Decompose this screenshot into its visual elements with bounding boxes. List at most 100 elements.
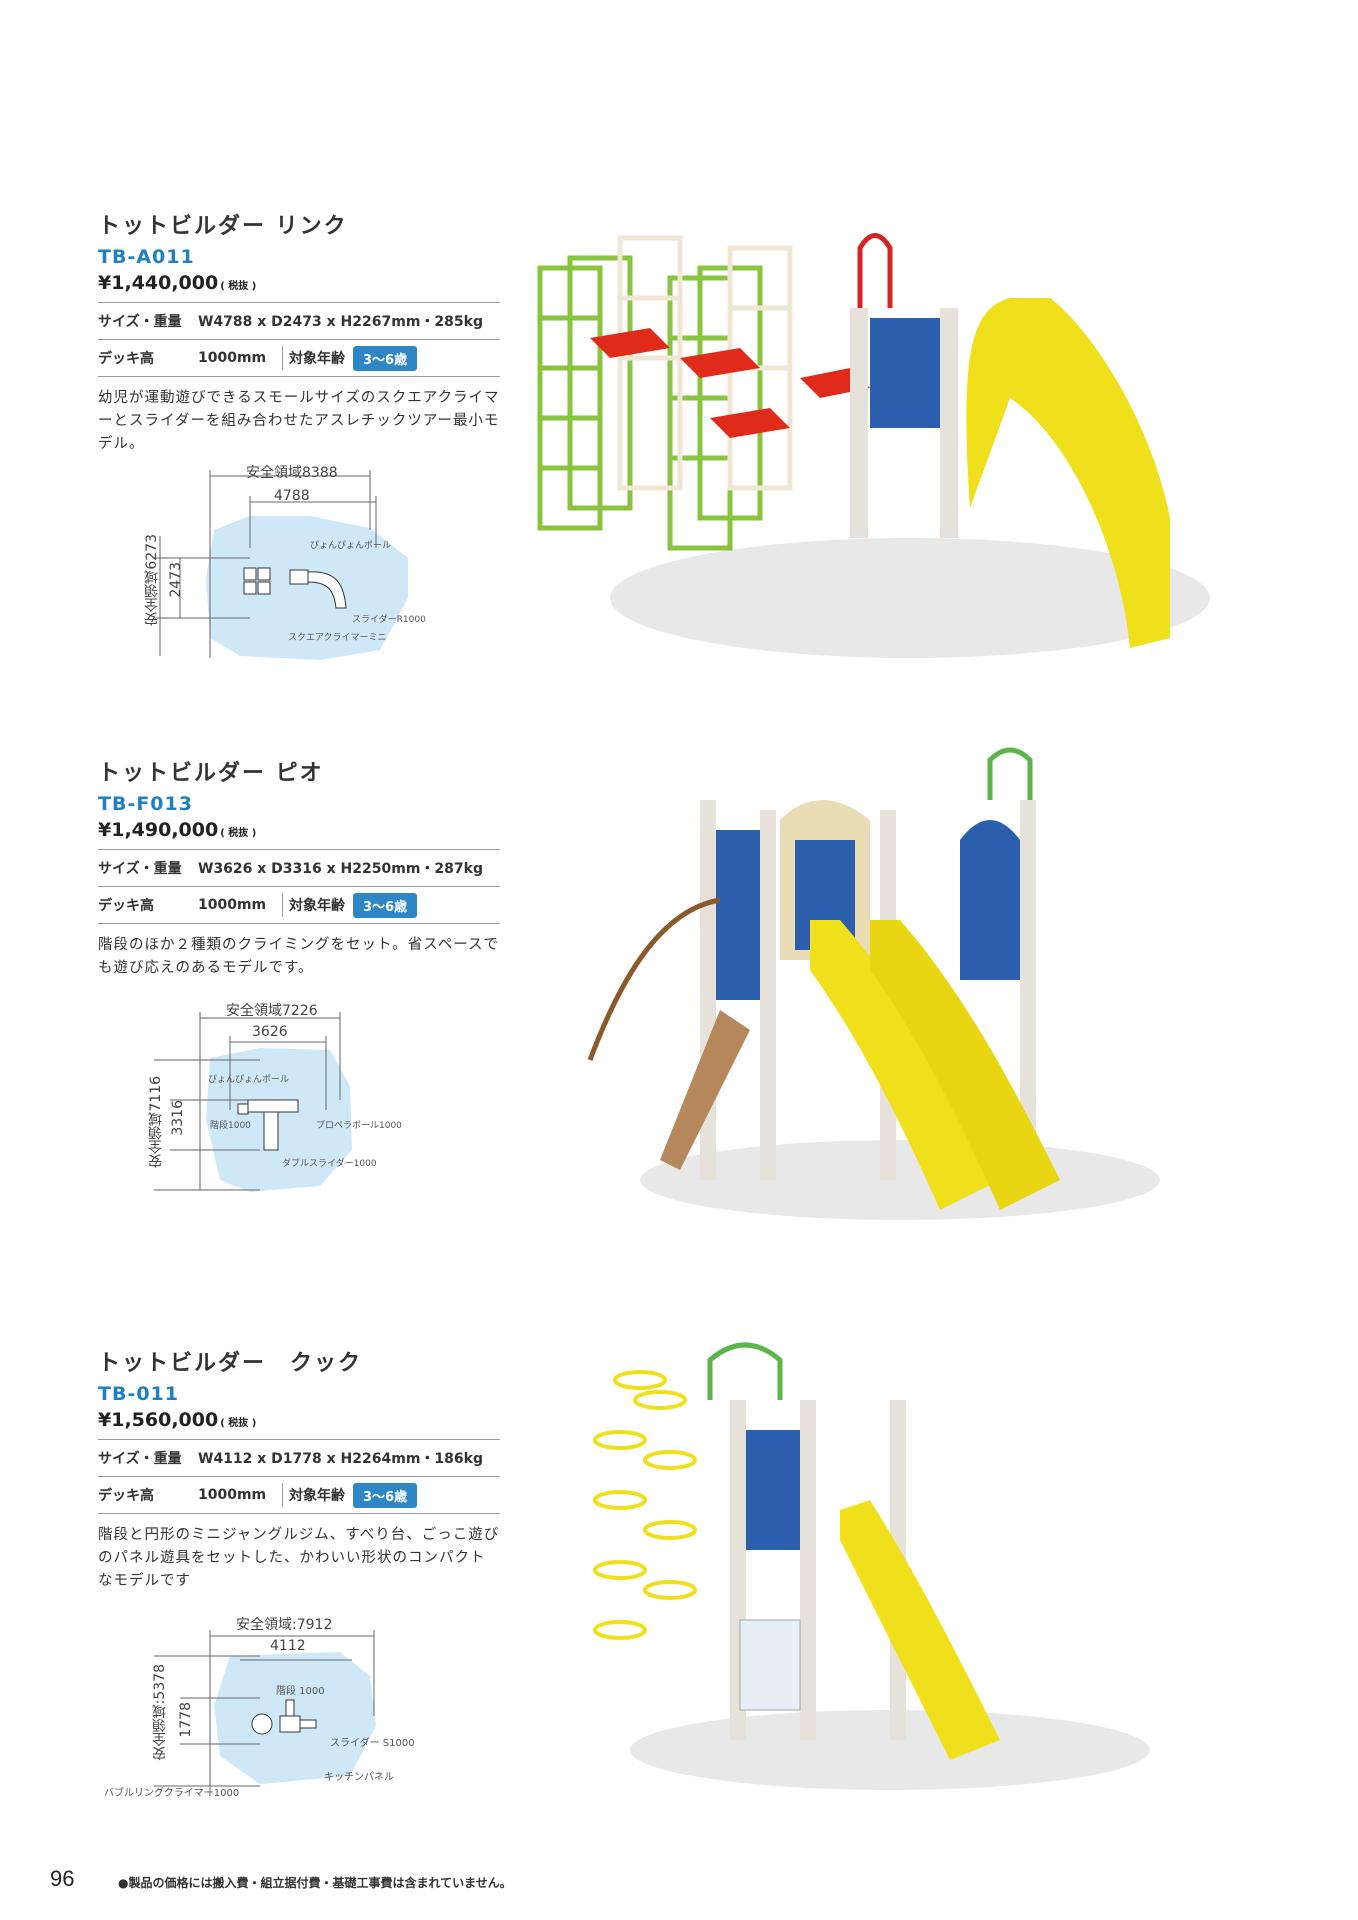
width-label: 3626 bbox=[252, 1024, 288, 1040]
layout-diagram-link bbox=[154, 470, 408, 660]
cream-climber bbox=[617, 235, 793, 491]
part-label: ぴょんぴょんポール bbox=[310, 541, 392, 551]
page-number: 96 bbox=[50, 1866, 75, 1891]
red-pole bbox=[857, 233, 893, 308]
post bbox=[1020, 800, 1036, 1180]
yellow-slide bbox=[840, 1500, 1000, 1760]
divider bbox=[282, 893, 283, 917]
stairs bbox=[660, 1010, 750, 1170]
product-photo-link bbox=[537, 233, 1210, 658]
size-label: サイズ・重量 bbox=[98, 861, 182, 877]
safe-depth-label: 安全領域6273 bbox=[144, 534, 160, 626]
product-block-link: トットビルダー リンク TB-A011 ¥1,440,000( 税抜 ) サイズ… bbox=[98, 208, 500, 456]
size-value: W4788 x D2473 x H2267mm・285kg bbox=[198, 314, 483, 330]
deck-block bbox=[289, 569, 309, 585]
age-badge: 3～6歳 bbox=[353, 892, 418, 918]
climber-block bbox=[257, 567, 271, 581]
product-description: 階段と円形のミニジャングルジム、すべり台、ごっこ遊びのパネル遊具をセットした、か… bbox=[98, 1513, 500, 1593]
ring-climber bbox=[251, 1713, 273, 1735]
blue-panel bbox=[870, 318, 940, 428]
safe-width-label: 安全領域7226 bbox=[226, 1003, 318, 1019]
stair-block bbox=[237, 1103, 249, 1115]
product-photo-cook bbox=[593, 1342, 1150, 1790]
part-label: ぴょんぴょんポール bbox=[208, 1075, 290, 1085]
kitchen-panel bbox=[739, 1619, 801, 1711]
product-name: トットビルダー ピオ bbox=[98, 761, 324, 786]
product-code: TB-F013 bbox=[98, 793, 193, 815]
spec-deck-row: デッキ高 1000mm 対象年齢 3～6歳 bbox=[98, 339, 500, 376]
price-value: ¥1,490,000 bbox=[98, 819, 219, 841]
tax-note: ( 税抜 ) bbox=[220, 1418, 257, 1429]
product-price: ¥1,490,000( 税抜 ) bbox=[98, 819, 500, 841]
depth-label: 1778 bbox=[178, 1702, 194, 1738]
deck-block bbox=[247, 1099, 299, 1113]
safe-area-shape bbox=[206, 1048, 352, 1192]
climber-block bbox=[243, 567, 257, 581]
size-label: サイズ・重量 bbox=[98, 314, 182, 330]
part-label: キッチンパネル bbox=[324, 1772, 394, 1783]
spec-deck-row: デッキ高 1000mm 対象年齢 3～6歳 bbox=[98, 886, 500, 923]
slide-shape bbox=[263, 1111, 279, 1151]
product-code: TB-A011 bbox=[98, 246, 195, 268]
red-steps bbox=[590, 328, 870, 438]
age-badge: 3～6歳 bbox=[353, 1482, 418, 1508]
shadow bbox=[630, 1710, 1150, 1790]
product-photo-pio bbox=[587, 747, 1160, 1220]
depth-label: 3316 bbox=[170, 1100, 186, 1136]
green-arch bbox=[987, 747, 1033, 800]
width-label: 4788 bbox=[274, 488, 310, 504]
part-label: ダブルスライダー1000 bbox=[282, 1159, 377, 1169]
width-label: 4112 bbox=[270, 1638, 306, 1654]
spec-size-row: サイズ・重量 W4788 x D2473 x H2267mm・285kg bbox=[98, 302, 500, 339]
blue-panel bbox=[746, 1430, 800, 1550]
green-arch bbox=[707, 1342, 783, 1400]
safe-depth-label: 安全領域:5378 bbox=[152, 1664, 168, 1761]
product-price: ¥1,440,000( 税抜 ) bbox=[98, 272, 500, 294]
part-label: プロペラポール1000 bbox=[316, 1121, 402, 1131]
product-block-cook: トットビルダー クック TB-011 ¥1,560,000( 税抜 ) サイズ・… bbox=[98, 1345, 500, 1593]
spec-size-row: サイズ・重量 W4112 x D1778 x H2264mm・186kg bbox=[98, 1439, 500, 1476]
part-label: スライダー S1000 bbox=[330, 1738, 415, 1749]
product-description: 幼児が運動遊びできるスモールサイズのスクエアクライマーとスライダーを組み合わせた… bbox=[98, 376, 500, 456]
shadow bbox=[610, 538, 1210, 658]
deck-block bbox=[279, 1715, 301, 1733]
product-block-pio: トットビルダー ピオ TB-F013 ¥1,490,000( 税抜 ) サイズ・… bbox=[98, 755, 500, 980]
yellow-ring-climber bbox=[593, 1370, 697, 1640]
deck-label: デッキ高 bbox=[98, 1488, 154, 1504]
price-value: ¥1,440,000 bbox=[98, 272, 219, 294]
post bbox=[800, 1400, 816, 1740]
depth-label: 2473 bbox=[168, 562, 184, 598]
age-badge: 3～6歳 bbox=[353, 345, 418, 371]
price-value: ¥1,560,000 bbox=[98, 1409, 219, 1431]
size-value: W3626 x D3316 x H2250mm・287kg bbox=[198, 861, 483, 877]
climber-block bbox=[257, 581, 271, 595]
yellow-slide bbox=[870, 920, 1060, 1210]
yellow-slide bbox=[966, 298, 1170, 648]
slide-shape bbox=[299, 1719, 317, 1729]
post bbox=[760, 810, 776, 1180]
spec-size-row: サイズ・重量 W3626 x D3316 x H2250mm・287kg bbox=[98, 849, 500, 886]
deck-value: 1000mm bbox=[198, 897, 267, 913]
deck-value: 1000mm bbox=[198, 350, 267, 366]
part-label: スライダーR1000 bbox=[352, 615, 426, 625]
blue-panel bbox=[716, 830, 760, 1000]
part-label: スクエアクライマーミニ bbox=[288, 633, 387, 643]
tax-note: ( 税抜 ) bbox=[220, 828, 257, 839]
safe-area-shape bbox=[206, 516, 408, 660]
divider bbox=[282, 346, 283, 370]
product-name: トットビルダー リンク bbox=[98, 214, 348, 239]
product-description: 階段のほか２種類のクライミングをセット。省スペースでも遊び応えのあるモデルです。 bbox=[98, 923, 500, 980]
brown-rail bbox=[587, 897, 721, 1061]
size-label: サイズ・重量 bbox=[98, 1451, 182, 1467]
tax-note: ( 税抜 ) bbox=[220, 281, 257, 292]
divider bbox=[282, 1483, 283, 1507]
product-price: ¥1,560,000( 税抜 ) bbox=[98, 1409, 500, 1431]
product-name: トットビルダー クック bbox=[98, 1351, 363, 1376]
layout-diagram-pio bbox=[154, 1012, 352, 1192]
part-label: バブルリングクライマー1000 bbox=[104, 1788, 240, 1799]
safe-width-label: 安全領域:7912 bbox=[236, 1617, 333, 1633]
post bbox=[940, 308, 958, 538]
safe-width-label: 安全領域8388 bbox=[246, 465, 338, 481]
layout-diagram-cook bbox=[154, 1630, 376, 1796]
spec-deck-row: デッキ高 1000mm 対象年齢 3～6歳 bbox=[98, 1476, 500, 1513]
